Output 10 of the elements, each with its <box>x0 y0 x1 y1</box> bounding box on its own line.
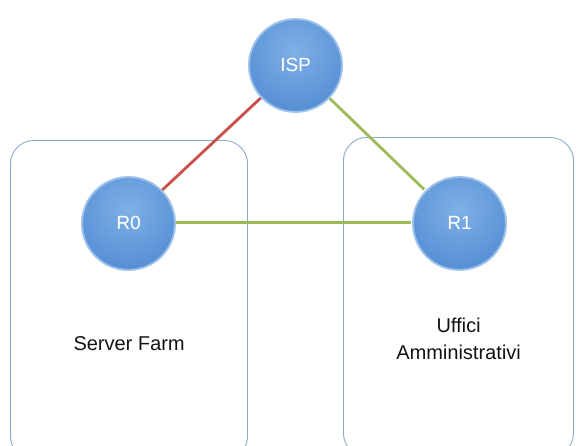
network-link <box>175 221 411 224</box>
node-label: R1 <box>447 212 472 234</box>
zone-label: Server Farm <box>72 332 186 357</box>
network-zone <box>10 140 248 446</box>
network-link <box>161 96 262 192</box>
zone-label: Uffici Amministrativi <box>395 314 522 366</box>
node-label: ISP <box>280 54 311 76</box>
network-zone <box>343 137 574 446</box>
node-label: R0 <box>116 212 141 234</box>
network-link <box>328 97 426 191</box>
